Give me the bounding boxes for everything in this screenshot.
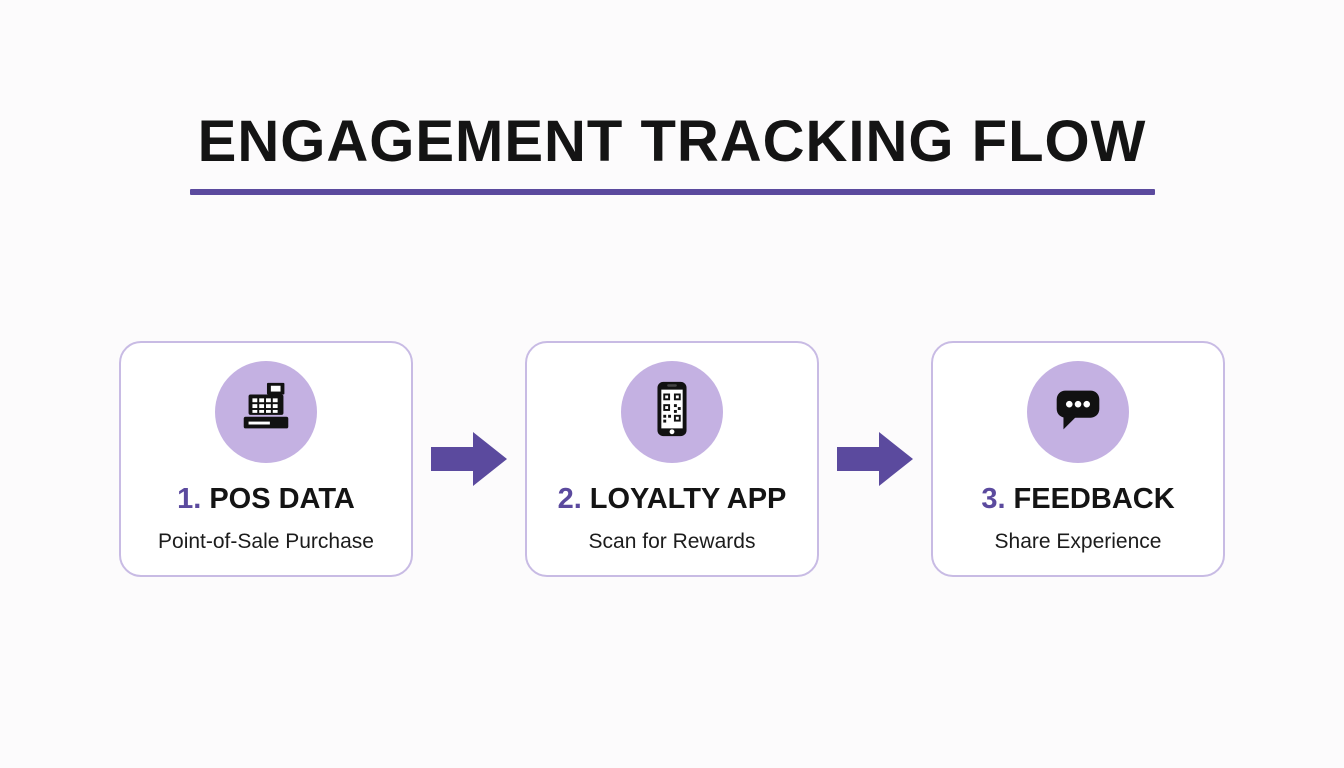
step-sublabel: Scan for Rewards xyxy=(588,529,756,553)
flow-row: 1.POS DATA Point-of-Sale Purchase xyxy=(119,340,1225,577)
step-card-loyalty-app: 2.LOYALTY APP Scan for Rewards xyxy=(525,340,819,577)
step-heading: 3.FEEDBACK xyxy=(981,483,1174,516)
cash-register-icon xyxy=(235,378,297,445)
step-card-feedback: 3.FEEDBACK Share Experience xyxy=(931,340,1225,577)
chat-bubble-icon xyxy=(1047,378,1109,445)
step-number: 1. xyxy=(177,482,202,515)
icon-circle xyxy=(621,360,723,463)
title-underline xyxy=(189,188,1155,195)
step-sublabel: Share Experience xyxy=(994,529,1162,553)
flow-arrow-icon xyxy=(431,430,507,488)
flow-arrow-icon xyxy=(837,430,913,488)
page-title: ENGAGEMENT TRACKING FLOW xyxy=(197,109,1147,174)
step-heading: 2.LOYALTY APP xyxy=(558,483,787,516)
step-sublabel: Point-of-Sale Purchase xyxy=(158,529,374,553)
step-label: FEEDBACK xyxy=(1013,482,1175,515)
step-number: 3. xyxy=(981,482,1006,515)
step-label: POS DATA xyxy=(209,482,355,515)
step-number: 2. xyxy=(557,482,582,515)
diagram-header: ENGAGEMENT TRACKING FLOW xyxy=(189,109,1155,195)
step-heading: 1.POS DATA xyxy=(177,483,355,516)
icon-circle xyxy=(1027,360,1129,463)
step-label: LOYALTY APP xyxy=(589,482,787,515)
step-card-pos-data: 1.POS DATA Point-of-Sale Purchase xyxy=(119,340,413,577)
qr-phone-icon xyxy=(641,378,703,445)
icon-circle xyxy=(215,360,317,463)
